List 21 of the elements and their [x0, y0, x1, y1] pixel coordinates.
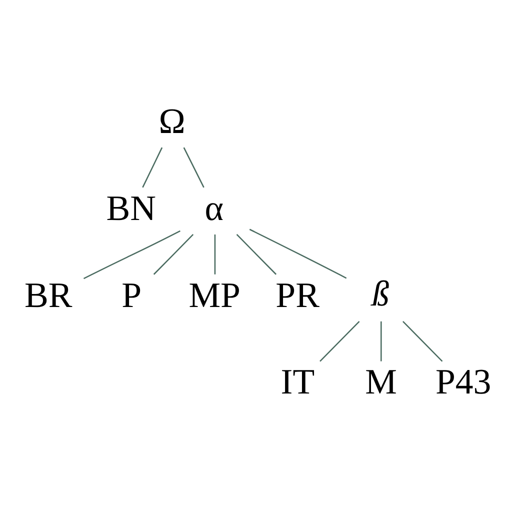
connector [380, 320, 382, 361]
connector [236, 234, 276, 274]
node-text: BN [106, 187, 156, 228]
connector [214, 234, 216, 274]
node-text: BR [24, 274, 72, 314]
node-text: α [204, 187, 223, 228]
connector [182, 146, 204, 188]
node-text: M [364, 361, 396, 402]
node-text: Ω [158, 100, 185, 140]
node-text: ß [371, 273, 389, 313]
connector [319, 320, 360, 362]
node-text: P [121, 274, 142, 314]
node-text: PR [275, 274, 319, 314]
node-text: P43 [434, 361, 491, 402]
connector [402, 320, 442, 362]
connector [82, 230, 180, 279]
node-text: IT [280, 361, 314, 402]
connector [152, 234, 194, 274]
connector [248, 228, 346, 278]
node-text: MP [188, 274, 240, 314]
connector [142, 146, 162, 188]
